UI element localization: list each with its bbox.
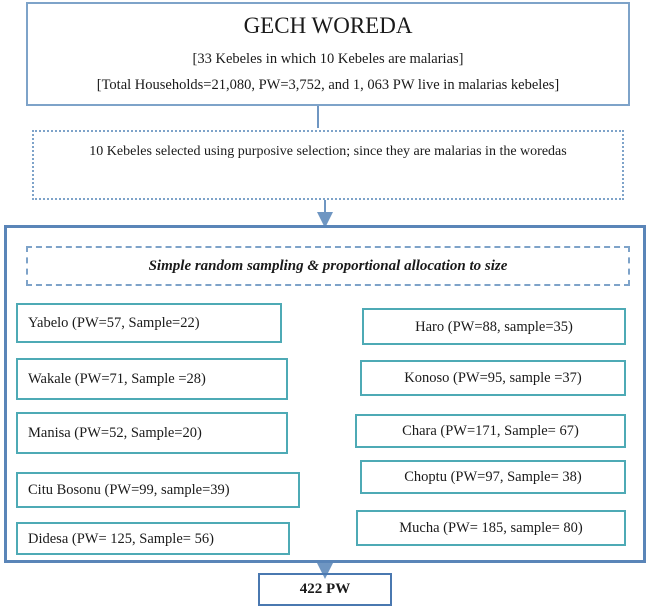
kebele-box-chara: Chara (PW=171, Sample= 67): [355, 414, 626, 448]
kebele-box-manisa: Manisa (PW=52, Sample=20): [16, 412, 288, 454]
woreda-households-line: [Total Households=21,080, PW=3,752, and …: [96, 77, 560, 93]
kebele-box-choptu: Choptu (PW=97, Sample= 38): [360, 460, 626, 494]
kebele-box-yabelo: Yabelo (PW=57, Sample=22): [16, 303, 282, 343]
kebele-box-wakale: Wakale (PW=71, Sample =28): [16, 358, 288, 400]
kebele-box-haro: Haro (PW=88, sample=35): [362, 308, 626, 345]
kebele-box-didesa: Didesa (PW= 125, Sample= 56): [16, 522, 290, 555]
woreda-box: GECH WOREDA [33 Kebeles in which 10 Kebe…: [26, 2, 630, 106]
purposive-selection-box: 10 Kebeles selected using purposive sele…: [32, 130, 624, 200]
sampling-frame: [4, 225, 646, 563]
woreda-kebeles-line: [33 Kebeles in which 10 Kebeles are mala…: [192, 51, 464, 67]
woreda-title: GECH WOREDA: [243, 13, 413, 38]
kebele-box-mucha: Mucha (PW= 185, sample= 80): [356, 510, 626, 546]
kebele-box-citu-bosonu: Citu Bosonu (PW=99, sample=39): [16, 472, 300, 508]
kebele-box-konoso: Konoso (PW=95, sample =37): [360, 360, 626, 396]
sampling-method-box: Simple random sampling & proportional al…: [26, 246, 630, 286]
total-pw-box: 422 PW: [258, 573, 392, 606]
